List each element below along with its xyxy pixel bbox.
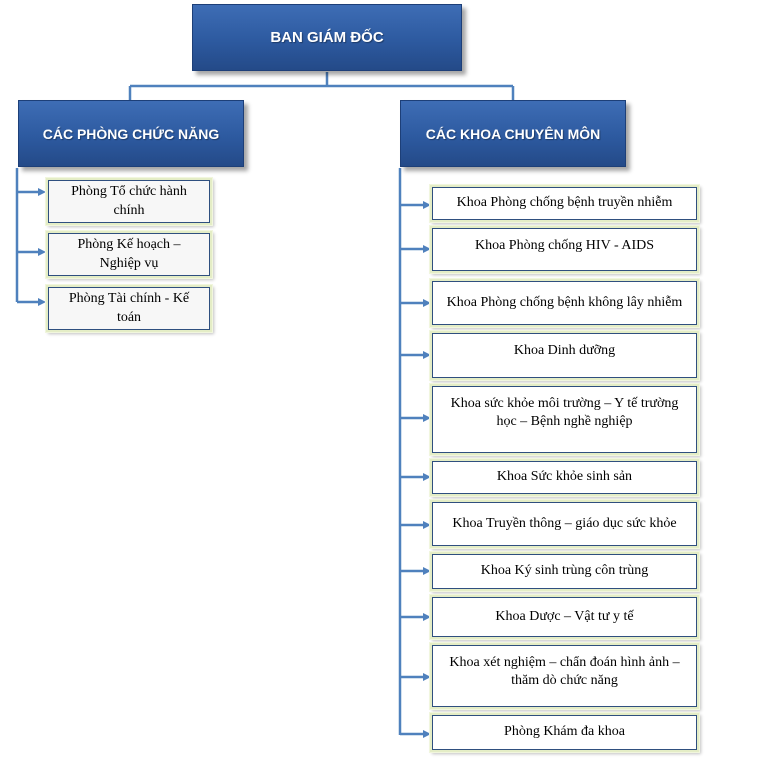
right-item-box: Khoa Ký sinh trùng côn trùng: [432, 554, 697, 589]
arrowhead-right-6: [423, 473, 431, 481]
top-management-box: BAN GIÁM ĐỐC: [192, 4, 462, 71]
connector-top-split: [128, 72, 515, 100]
left-item-box: Phòng Kế hoạch – Nghiệp vụ: [48, 233, 210, 276]
arrowhead-right-1: [423, 201, 431, 209]
right-item-box: Khoa Dinh dưỡng: [432, 333, 697, 378]
left-item-label: Phòng Tài chính - Kế toán: [68, 291, 190, 325]
right-item-label: Phòng Khám đa khoa: [504, 724, 625, 740]
right-item-label: Khoa xét nghiệm – chẩn đoán hình ảnh – t…: [449, 655, 680, 689]
right-item-label: Khoa Dược – Vật tư y tế: [495, 608, 634, 624]
right-item-box: Khoa Phòng chống bệnh không lây nhiễm: [432, 281, 697, 325]
arrowhead-right-11: [423, 730, 431, 738]
arrowhead-right-7: [423, 521, 431, 529]
right-item-box: Khoa Dược – Vật tư y tế: [432, 597, 697, 637]
left-item-label: Phòng Tổ chức hành chính: [71, 184, 187, 218]
top-management-label: BAN GIÁM ĐỐC: [270, 29, 384, 46]
right-item-label: Khoa Truyền thông – giáo dục sức khỏe: [452, 515, 677, 531]
right-item-label: Khoa Sức khỏe sinh sản: [496, 469, 633, 485]
right-branch-label: CÁC KHOA CHUYÊN MÔN: [425, 125, 601, 142]
right-item-label: Khoa Phòng chống bệnh không lây nhiễm: [446, 294, 683, 310]
right-item-label: Khoa Phòng chống HIV - AIDS: [474, 238, 654, 253]
arrowhead-right-3: [423, 299, 431, 307]
arrowhead-left-2: [38, 248, 46, 256]
left-branch-label: CÁC PHÒNG CHỨC NĂNG: [42, 125, 220, 142]
right-item-box: Khoa Phòng chống HIV - AIDS: [432, 228, 697, 271]
arrowhead-right-10: [423, 673, 431, 681]
arrowhead-right-2: [423, 245, 431, 253]
arrowhead-left-3: [38, 298, 46, 306]
right-branch-header: CÁC KHOA CHUYÊN MÔN: [400, 100, 626, 167]
right-item-label: Khoa Phòng chống bệnh truyền nhiễm: [456, 195, 673, 211]
left-branch-header: CÁC PHÒNG CHỨC NĂNG: [18, 100, 244, 167]
right-item-box: Khoa sức khỏe môi trường – Y tế trường h…: [432, 386, 697, 453]
right-item-label: Khoa Dinh dưỡng: [513, 343, 616, 358]
left-item-box: Phòng Tài chính - Kế toán: [48, 287, 210, 330]
right-item-box: Khoa Truyền thông – giáo dục sức khỏe: [432, 502, 697, 546]
arrowhead-right-8: [423, 567, 431, 575]
left-item-box: Phòng Tổ chức hành chính: [48, 180, 210, 223]
arrowhead-right-5: [423, 414, 431, 422]
right-item-box: Khoa Phòng chống bệnh truyền nhiễm: [432, 187, 697, 220]
left-item-label: Phòng Kế hoạch – Nghiệp vụ: [77, 237, 181, 271]
arrowhead-right-4: [423, 351, 431, 359]
arrowhead-left-1: [38, 188, 46, 196]
right-item-label: Khoa Ký sinh trùng côn trùng: [480, 563, 649, 579]
right-item-label: Khoa sức khỏe môi trường – Y tế trường h…: [450, 396, 679, 430]
right-item-box: Phòng Khám đa khoa: [432, 715, 697, 750]
right-item-box: Khoa Sức khỏe sinh sản: [432, 461, 697, 494]
right-item-box: Khoa xét nghiệm – chẩn đoán hình ảnh – t…: [432, 645, 697, 707]
arrowhead-right-9: [423, 613, 431, 621]
